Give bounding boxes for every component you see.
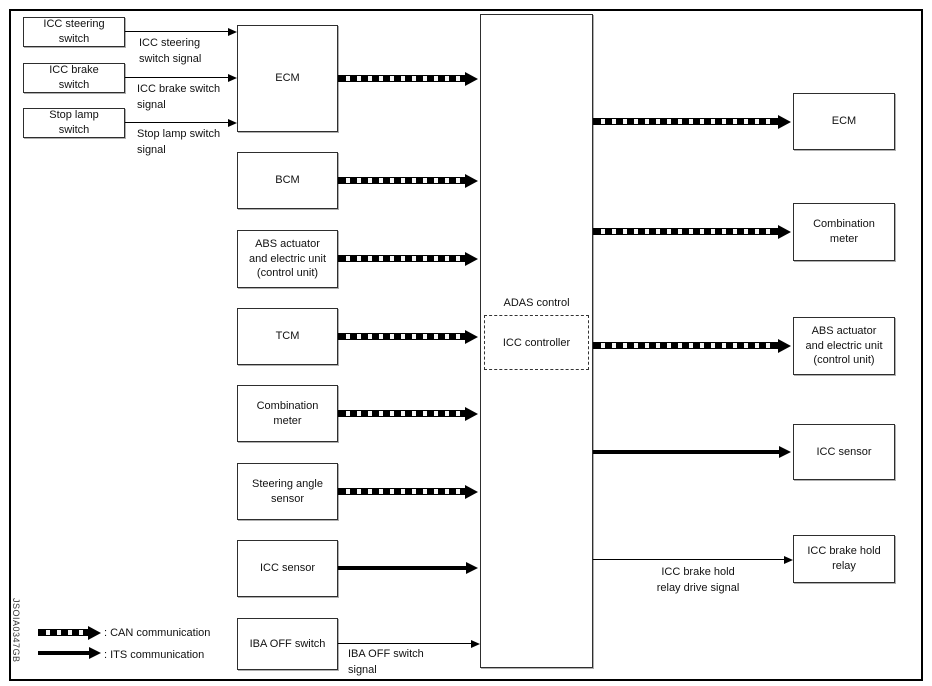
can-arrow-adas-to-abs: [593, 342, 778, 349]
arrow-icc-steering-switch-to-ecm: [125, 31, 228, 32]
can-arrow-adas-to-combination-meter: [593, 228, 778, 235]
arrow-adas-to-brake-hold-relay: [593, 559, 784, 560]
node-icc-controller: ICC controller: [484, 315, 589, 370]
node-left-tcm: TCM: [237, 308, 338, 365]
signal-label-iba-off-switch: IBA OFF switch signal: [348, 648, 424, 676]
node-left-ecm: ECM: [237, 25, 338, 132]
arrow-stop-lamp-switch-to-ecm: [125, 122, 228, 123]
can-arrow-ecm-to-adas: [338, 75, 465, 82]
can-arrow-bcm-to-adas: [338, 177, 465, 184]
legend-can-label: : CAN communication: [104, 627, 211, 639]
can-arrow-abs-to-adas: [338, 255, 465, 262]
its-arrow-adas-to-icc-sensor: [593, 450, 779, 454]
legend-its-label: : ITS communication: [104, 649, 205, 661]
node-adas-control: ADAS control ICC controller: [480, 14, 593, 668]
node-icc-brake-hold-relay: ICC brake hold relay: [793, 535, 895, 583]
node-right-abs-actuator: ABS actuator and electric unit (control …: [793, 317, 895, 375]
can-arrow-adas-to-ecm: [593, 118, 778, 125]
node-left-steering-angle-sensor: Steering angle sensor: [237, 463, 338, 520]
its-arrow-icc-sensor-to-adas: [338, 566, 466, 570]
node-left-bcm: BCM: [237, 152, 338, 209]
legend-can-arrow-sample: [38, 629, 88, 636]
arrow-icc-brake-switch-to-ecm: [125, 77, 228, 78]
figure-code: JSOIA0347GB: [11, 598, 21, 663]
signal-label-stop-lamp: Stop lamp switch signal: [137, 128, 221, 156]
arrow-iba-off-switch-to-adas: [338, 643, 471, 644]
legend-its-arrow-sample: [38, 651, 89, 655]
node-stop-lamp-switch: Stop lamp switch: [23, 108, 125, 138]
node-iba-off-switch: IBA OFF switch: [237, 618, 338, 670]
node-left-icc-sensor: ICC sensor: [237, 540, 338, 597]
signal-label-icc-steering: ICC steering switch signal: [139, 37, 202, 65]
node-left-abs-actuator: ABS actuator and electric unit (control …: [237, 230, 338, 288]
signal-label-brake-hold-relay: ICC brake hold relay drive signal: [656, 566, 740, 594]
can-arrow-steering-angle-to-adas: [338, 488, 465, 495]
adas-control-label: ADAS control: [503, 297, 570, 309]
node-left-combination-meter: Combination meter: [237, 385, 338, 442]
node-right-icc-sensor: ICC sensor: [793, 424, 895, 480]
can-arrow-tcm-to-adas: [338, 333, 465, 340]
signal-label-icc-brake: ICC brake switch signal: [137, 83, 221, 111]
node-right-ecm: ECM: [793, 93, 895, 150]
node-icc-brake-switch: ICC brake switch: [23, 63, 125, 93]
node-right-combination-meter: Combination meter: [793, 203, 895, 261]
node-icc-steering-switch: ICC steering switch: [23, 17, 125, 47]
can-arrow-combination-meter-to-adas: [338, 410, 465, 417]
